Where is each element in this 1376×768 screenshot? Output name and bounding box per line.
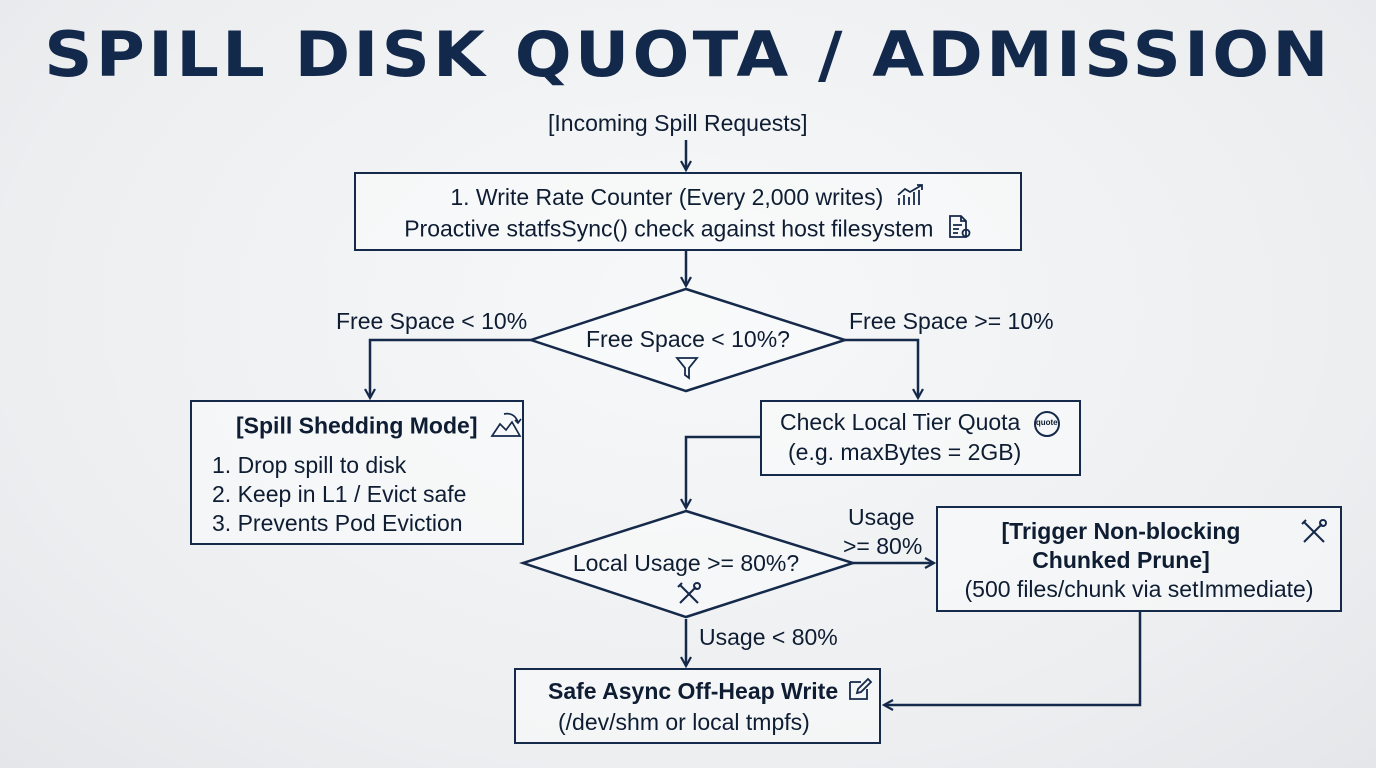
usage-high-label-1: Usage: [848, 504, 915, 530]
statfs-check-text: Proactive statfsSync() check against hos…: [404, 216, 934, 242]
prune-tools-icon: [1300, 518, 1328, 553]
free-space-ok-label: Free Space >= 10%: [849, 308, 1054, 334]
prune-title-line-1: [Trigger Non-blocking: [1001, 518, 1241, 544]
safe-write-title: Safe Async Off-Heap Write: [548, 678, 839, 704]
spill-shedding-box: [Spill Shedding Mode] 1. Drop spill to d…: [190, 400, 524, 545]
incoming-requests-label: [Incoming Spill Requests]: [548, 110, 808, 136]
shedding-step-1: 1. Drop spill to disk: [212, 452, 407, 478]
shedding-step-2: 2. Keep in L1 / Evict safe: [212, 481, 467, 507]
tools-icon: [676, 581, 702, 612]
quota-icon-text: quote: [1035, 417, 1058, 427]
chart-icon: [896, 183, 926, 214]
local-usage-question: Local Usage >= 80%?: [572, 550, 800, 576]
edit-icon: [847, 677, 873, 708]
quota-gauge-icon: quote: [1033, 410, 1061, 438]
arrow-decision1-to-quota: [845, 338, 918, 398]
document-check-icon: [946, 214, 972, 247]
decision-diamond-local-usage: [518, 509, 858, 619]
write-rate-counter-box: 1. Write Rate Counter (Every 2,000 write…: [354, 172, 1022, 251]
local-tier-quota-text: Check Local Tier Quota: [780, 409, 1021, 435]
arrow-quota-to-decision2: [686, 435, 760, 508]
free-space-question: Free Space < 10%?: [586, 326, 790, 352]
arrow-prune-to-safe-write: [884, 612, 1142, 705]
spill-shedding-title: [Spill Shedding Mode]: [236, 412, 478, 439]
prune-detail: (500 files/chunk via setImmediate): [964, 576, 1314, 602]
arrow-decision1-to-shedding: [370, 338, 531, 398]
usage-high-label-2: >= 80%: [843, 533, 923, 559]
free-space-low-label: Free Space < 10%: [336, 308, 528, 334]
shedding-icon: [490, 410, 524, 445]
local-tier-quota-box: Check Local Tier Quota quote (e.g. maxBy…: [760, 400, 1081, 476]
usage-low-label: Usage < 80%: [699, 624, 838, 650]
shedding-step-3: 3. Prevents Pod Eviction: [212, 510, 463, 536]
chunked-prune-box: [Trigger Non-blocking Chunked Prune] (50…: [936, 506, 1342, 612]
page-title: SPILL DISK QUOTA / ADMISSION: [44, 18, 1332, 91]
max-bytes-text: (e.g. maxBytes = 2GB): [788, 438, 1022, 465]
safe-write-location: (/dev/shm or local tmpfs): [558, 709, 810, 736]
write-rate-counter-text: 1. Write Rate Counter (Every 2,000 write…: [450, 184, 884, 210]
prune-title-line-2: Chunked Prune]: [1032, 547, 1210, 573]
decision-diamond-free-space: [527, 287, 850, 393]
safe-async-write-box: Safe Async Off-Heap Write (/dev/shm or l…: [514, 668, 881, 744]
funnel-icon: [675, 355, 699, 386]
